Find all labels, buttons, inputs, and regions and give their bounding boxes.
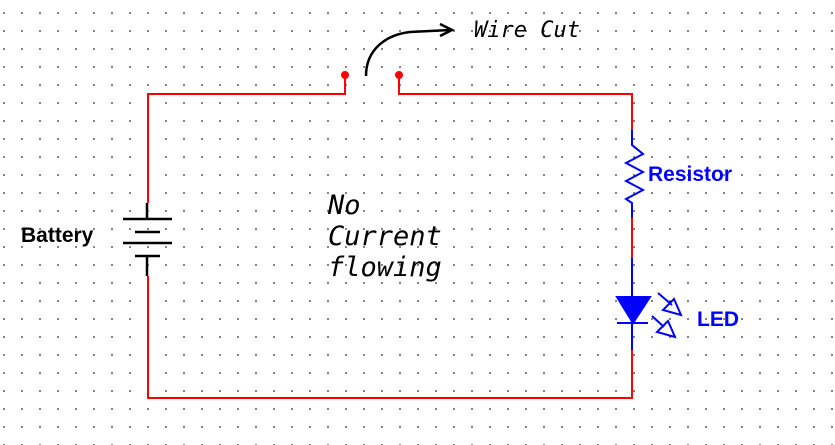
wire-cut-label: Wire Cut xyxy=(474,18,580,43)
status-line: No xyxy=(328,190,361,221)
battery-symbol xyxy=(123,203,172,276)
wire-cut-arrow-icon xyxy=(364,22,455,77)
led-label: LED xyxy=(697,308,739,331)
resistor-symbol xyxy=(623,130,646,218)
wire-top-left xyxy=(147,76,346,203)
cut-end-right xyxy=(395,71,403,79)
wire-bottom xyxy=(147,276,633,399)
battery-label: Battery xyxy=(21,224,94,247)
no-current-text: No Current flowing xyxy=(328,190,442,283)
resistor-label: Resistor xyxy=(648,163,733,186)
wire-top-right xyxy=(398,76,633,145)
light-arrow-icon xyxy=(651,292,683,339)
status-line: flowing xyxy=(328,252,442,283)
wires xyxy=(147,71,633,399)
cut-end-left xyxy=(341,71,349,79)
led-symbol xyxy=(615,258,683,350)
status-line: Current xyxy=(328,221,442,252)
